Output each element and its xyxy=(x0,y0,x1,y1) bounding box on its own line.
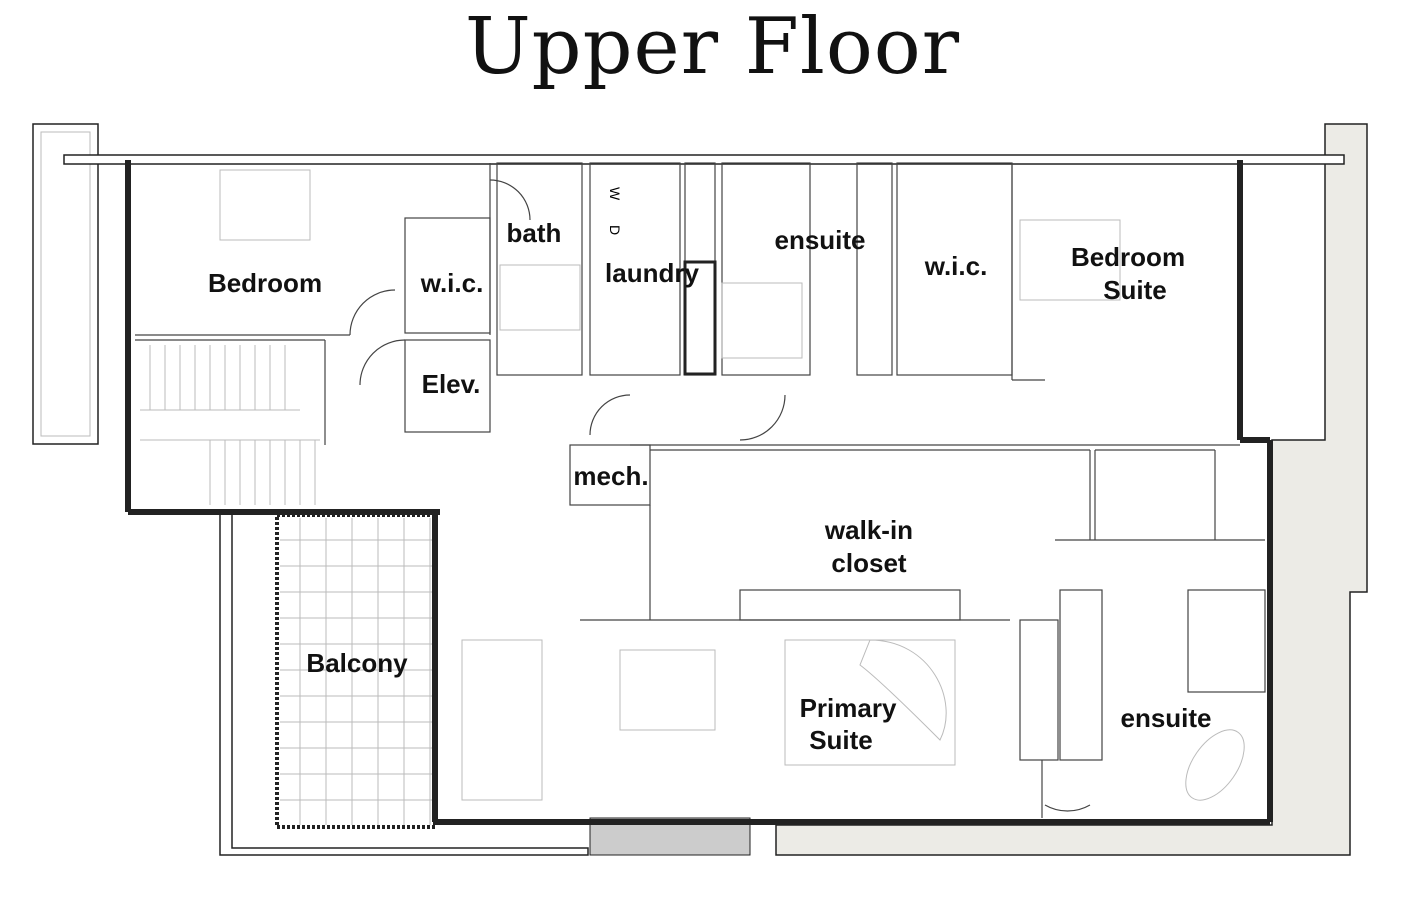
washer-dryer-stack xyxy=(683,260,717,376)
room-label-bedroom: Bedroom xyxy=(208,268,322,298)
staircase xyxy=(140,345,320,505)
room-label-primary-1: Primary xyxy=(800,693,897,723)
balcony-area xyxy=(275,513,437,829)
room-label-elevator: Elev. xyxy=(422,369,481,399)
plan-title: Upper Floor xyxy=(464,2,961,92)
exterior-decks xyxy=(32,123,1368,856)
room-label-laundry: laundry xyxy=(605,258,699,288)
room-label-mech: mech. xyxy=(573,461,648,491)
room-label-ensuite-top: ensuite xyxy=(774,225,865,255)
dryer-label: D xyxy=(607,225,623,235)
exterior-walls xyxy=(63,154,1345,825)
furniture xyxy=(219,169,1245,801)
room-label-bedroom-suite-1: Bedroom xyxy=(1071,242,1185,272)
washer-label: W xyxy=(607,187,623,201)
room-label-wic-left: w.i.c. xyxy=(420,268,484,298)
room-label-bath: bath xyxy=(507,218,562,248)
room-label-wic-right: w.i.c. xyxy=(924,251,988,281)
room-label-bedroom-suite-2: Suite xyxy=(1103,275,1167,305)
interior-walls xyxy=(135,162,1266,818)
room-label-walkin-1: walk-in xyxy=(824,515,913,545)
room-label-ensuite-bottom: ensuite xyxy=(1120,703,1211,733)
room-label-walkin-2: closet xyxy=(831,548,906,578)
room-label-primary-2: Suite xyxy=(809,725,873,755)
room-label-balcony: Balcony xyxy=(306,648,408,678)
